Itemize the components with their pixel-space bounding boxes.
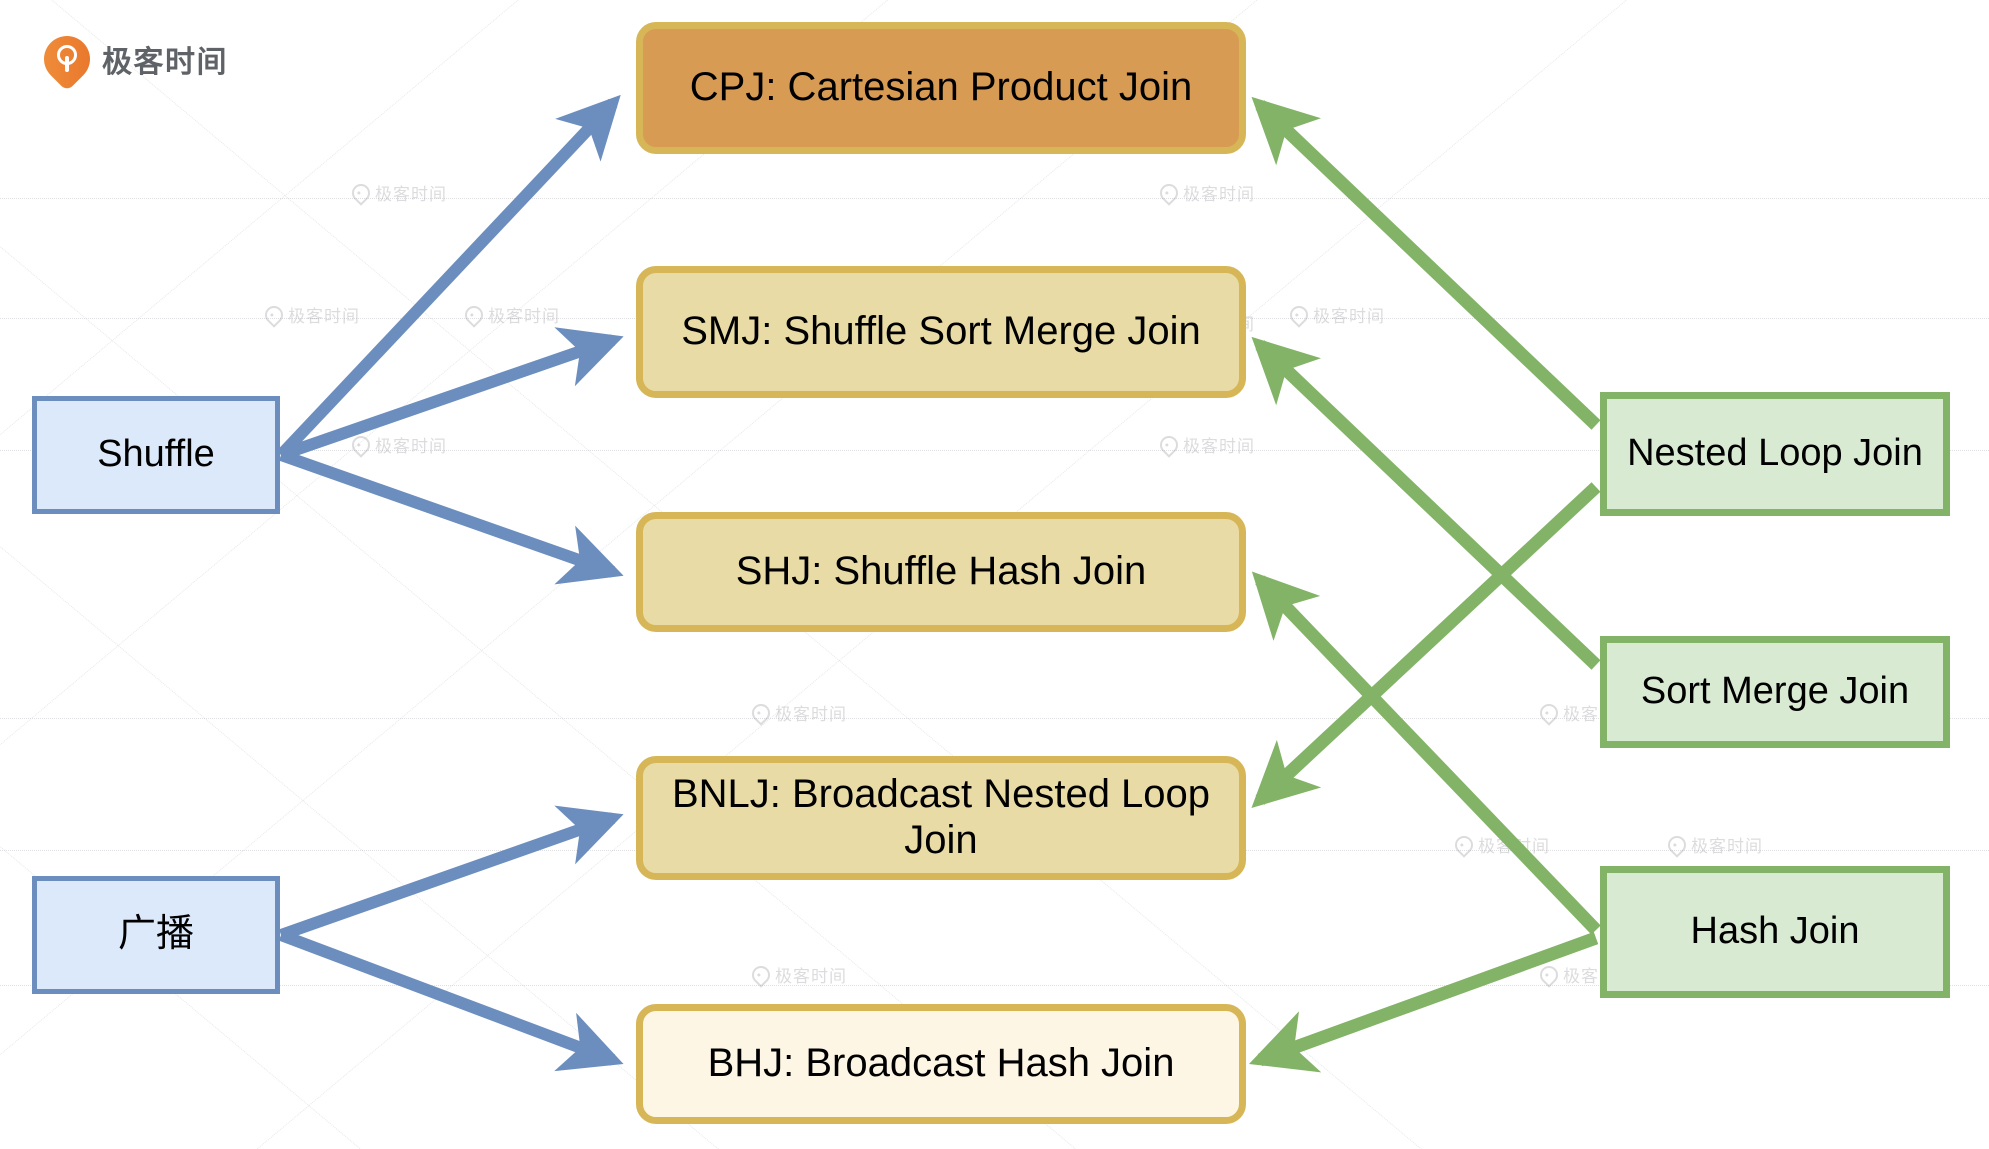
- watermark-pin-icon: [1451, 831, 1477, 858]
- watermark-label: 极客时间: [1478, 837, 1550, 857]
- watermark-pin-icon: [1286, 301, 1312, 328]
- watermark-pin-icon: [748, 699, 774, 726]
- watermark-pin-icon: [1156, 179, 1182, 206]
- node-shuffle-label: Shuffle: [97, 433, 215, 476]
- watermark-pin-icon: [1536, 699, 1562, 726]
- edge-hashjoin-to-shj: [1251, 571, 1601, 935]
- node-broadcast-label: 广播: [117, 913, 194, 956]
- node-cpj-label: CPJ: Cartesian Product Join: [689, 65, 1193, 110]
- watermark-label: 极客时间: [375, 185, 447, 205]
- watermark-pin-icon: [461, 301, 487, 328]
- node-smj-label: SMJ: Shuffle Sort Merge Join: [681, 309, 1201, 354]
- node-broadcast[interactable]: 广播: [32, 876, 280, 994]
- watermark-pin-icon: [261, 301, 287, 328]
- node-bnlj-label: BNLJ: Broadcast Nested Loop Join: [671, 772, 1211, 862]
- watermark-label: 极客时间: [1691, 837, 1763, 857]
- watermark-pin-icon: [1156, 431, 1182, 458]
- edge-shuffle-to-cpj: [276, 94, 621, 460]
- watermark-label: 极客时间: [1183, 185, 1255, 205]
- brand-logo: 极客时间: [34, 26, 228, 92]
- node-cpj[interactable]: CPJ: Cartesian Product Join: [636, 22, 1246, 154]
- brand-logo-label: 极客时间: [102, 45, 228, 80]
- watermark-label: 极客时间: [488, 307, 560, 327]
- node-nested-loop-join[interactable]: Nested Loop Join: [1600, 392, 1950, 516]
- edge-sortmergejoin-to-smj: [1251, 336, 1601, 670]
- node-bhj[interactable]: BHJ: Broadcast Hash Join: [636, 1004, 1246, 1124]
- node-shj[interactable]: SHJ: Shuffle Hash Join: [636, 512, 1246, 632]
- watermark-pin-icon: [748, 961, 774, 988]
- edge-broadcast-to-bhj: [278, 929, 624, 1072]
- watermark-pin-icon: [1664, 831, 1690, 858]
- node-hash-join-label: Hash Join: [1690, 910, 1860, 953]
- edge-nlj-to-bnlj: [1251, 482, 1601, 808]
- watermark-pin-icon: [1536, 961, 1562, 988]
- node-shj-label: SHJ: Shuffle Hash Join: [735, 549, 1147, 594]
- watermark-label: 极客时间: [1183, 437, 1255, 457]
- watermark-label: 极客时间: [775, 705, 847, 725]
- watermark-label: 极客时间: [1313, 307, 1385, 327]
- watermark-label: 极客时间: [288, 307, 360, 327]
- node-bnlj[interactable]: BNLJ: Broadcast Nested Loop Join: [636, 756, 1246, 880]
- edge-shuffle-to-shj: [279, 449, 624, 585]
- watermark-label: 极客时间: [775, 967, 847, 987]
- node-hash-join[interactable]: Hash Join: [1600, 866, 1950, 998]
- node-sort-merge-join[interactable]: Sort Merge Join: [1600, 636, 1950, 748]
- node-nested-loop-join-label: Nested Loop Join: [1627, 432, 1923, 475]
- edge-nlj-to-cpj: [1251, 96, 1601, 430]
- watermark-gridline: [0, 198, 1989, 199]
- edge-broadcast-to-bnlj: [279, 805, 624, 941]
- location-pin-icon: [34, 26, 100, 92]
- node-sort-merge-join-label: Sort Merge Join: [1640, 670, 1910, 713]
- edge-shuffle-to-smj: [279, 327, 624, 461]
- node-shuffle[interactable]: Shuffle: [32, 396, 280, 514]
- node-bhj-label: BHJ: Broadcast Hash Join: [707, 1041, 1175, 1086]
- watermark-pin-icon: [348, 179, 374, 206]
- node-smj[interactable]: SMJ: Shuffle Sort Merge Join: [636, 266, 1246, 398]
- watermark-pin-icon: [348, 431, 374, 458]
- watermark-label: 极客时间: [375, 437, 447, 457]
- edge-hashjoin-to-bhj: [1249, 931, 1599, 1073]
